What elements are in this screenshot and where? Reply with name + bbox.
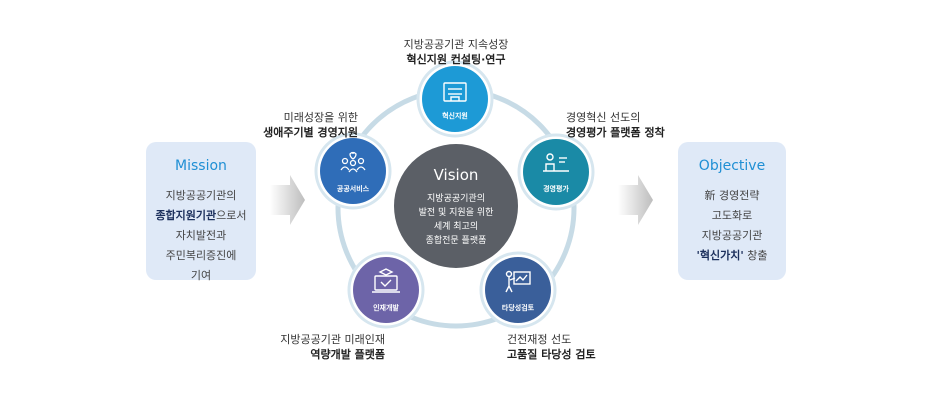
node-public-service: 공공서비스 — [314, 132, 392, 210]
caption-feasibility: 건전재정 선도 고품질 타당성 검토 — [507, 332, 637, 362]
mission-line-2-rest: 으로서 — [216, 209, 247, 222]
caption-evaluation-line-2: 경영평가 플랫폼 정착 — [566, 126, 665, 139]
objective-title: Objective — [698, 158, 766, 174]
caption-evaluation-line-1: 경영혁신 선도의 — [566, 111, 641, 124]
caption-evaluation: 경영혁신 선도의 경영평가 플랫폼 정착 — [566, 110, 696, 140]
caption-innovation-line-2: 혁신지원 컨설팅·연구 — [406, 53, 506, 66]
caption-talent: 지방공공기관 미래인재 역량개발 플랫폼 — [250, 332, 385, 362]
objective-line-1: 新 경영전략 — [704, 189, 760, 202]
mission-text: 지방공공기관의 종합지원기관으로서 자치발전과 주민복리증진에 기여 — [146, 186, 256, 286]
objective-box: Objective 新 경영전략 고도화로 지방공공기관 '혁신가치' 창출 — [678, 142, 786, 280]
node-feasibility: 타당성검토 — [479, 251, 557, 329]
caption-public-service: 미래성장을 위한 생애주기별 경영지원 — [218, 110, 358, 140]
node-talent-label: 인재개발 — [373, 303, 399, 312]
node-evaluation: 경영평가 — [517, 133, 595, 211]
node-public-service-label: 공공서비스 — [337, 184, 370, 193]
graduation-laptop-icon — [372, 268, 400, 293]
objective-line-4-rest: 창출 — [743, 249, 768, 262]
vision-line-1: 지방공공기관의 — [427, 193, 485, 204]
mission-line-2-bold: 종합지원기관 — [155, 209, 217, 222]
building-icon — [443, 82, 467, 102]
node-talent: 인재개발 — [347, 251, 425, 329]
node-feasibility-label: 타당성검토 — [502, 303, 535, 312]
caption-feasibility-line-2: 고품질 타당성 검토 — [507, 348, 596, 361]
mission-line-2: 종합지원기관으로서 — [146, 206, 256, 226]
node-innovation-label: 혁신지원 — [442, 111, 468, 120]
objective-text: 新 경영전략 고도화로 지방공공기관 '혁신가치' 창출 — [678, 186, 786, 266]
caption-public-service-line-2: 생애주기별 경영지원 — [263, 126, 358, 139]
caption-talent-line-2: 역량개발 플랫폼 — [310, 348, 385, 361]
mission-line-5: 기여 — [190, 269, 212, 282]
objective-line-4: '혁신가치' 창출 — [678, 246, 786, 266]
mission-box: Mission 지방공공기관의 종합지원기관으로서 자치발전과 주민복리증진에 … — [146, 142, 256, 282]
node-innovation: 혁신지원 — [416, 60, 494, 138]
vision-line-3: 세계 최고의 — [434, 220, 478, 232]
vision-title: Vision — [434, 166, 479, 184]
objective-line-4-bold: '혁신가치' — [696, 249, 744, 262]
mission-line-4: 주민복리증진에 — [165, 249, 237, 262]
caption-public-service-line-1: 미래성장을 위한 — [283, 111, 358, 124]
vision-line-2: 발전 및 지원을 위한 — [419, 206, 494, 218]
objective-line-3: 지방공공기관 — [701, 229, 763, 242]
caption-talent-line-1: 지방공공기관 미래인재 — [280, 333, 385, 346]
presentation-icon — [505, 270, 531, 293]
caption-feasibility-line-1: 건전재정 선도 — [507, 333, 572, 346]
vision-line-4: 종합전문 플랫폼 — [426, 235, 487, 246]
right-arrow-icon — [618, 175, 653, 225]
mission-title: Mission — [175, 158, 227, 174]
mission-line-3: 자치발전과 — [175, 229, 227, 242]
vision-circle — [394, 144, 518, 268]
person-desk-icon — [543, 153, 569, 172]
left-arrow-icon — [270, 175, 305, 225]
caption-innovation: 지방공공기관 지속성장 혁신지원 컨설팅·연구 — [386, 37, 526, 67]
objective-line-2: 고도화로 — [711, 209, 753, 222]
node-evaluation-label: 경영평가 — [543, 184, 569, 193]
people-heart-icon — [340, 151, 366, 173]
caption-innovation-line-1: 지방공공기관 지속성장 — [403, 38, 509, 51]
mission-line-1: 지방공공기관의 — [165, 189, 237, 202]
